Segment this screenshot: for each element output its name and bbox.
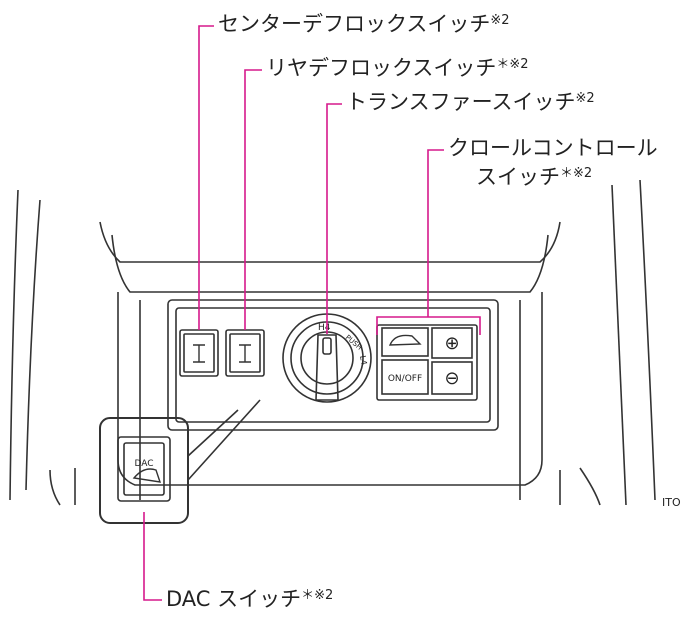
minus-icon: ⊖ (444, 368, 459, 389)
console-outline (9, 179, 656, 524)
label-center-diff-lock-mark: ※2 (490, 13, 510, 28)
label-crawl-control-mark: ＊※2 (560, 166, 593, 181)
label-dac-text: DAC スイッチ (166, 587, 302, 611)
dac-key-label: DAC (134, 459, 153, 469)
label-center-diff-lock-text: センターデフロックスイッチ (218, 12, 491, 36)
label-transfer-text: トランスファースイッチ (346, 90, 576, 114)
label-rear-diff-lock-mark: ＊※2 (496, 57, 529, 72)
figure-code: ITO (662, 496, 681, 509)
label-center-diff-lock: センターデフロックスイッチ※2 (218, 14, 510, 35)
label-transfer: トランスファースイッチ※2 (346, 92, 595, 113)
label-crawl-control-line2: スイッチ＊※2 (476, 167, 592, 188)
label-rear-diff-lock: リヤデフロックスイッチ＊※2 (266, 58, 529, 79)
dial-h4-label: H4 (318, 323, 331, 333)
plus-icon: ⊕ (444, 333, 459, 354)
switch-glyphs (132, 334, 422, 483)
leader-lines (143, 25, 481, 601)
dial-push-label: PUSH (344, 333, 364, 351)
label-rear-diff-lock-text: リヤデフロックスイッチ (266, 56, 497, 80)
label-dac: DAC スイッチ＊※2 (166, 589, 333, 610)
panel-text: H4 PUSH L4 ON/OFF ⊕ ⊖ DAC (134, 323, 459, 469)
label-crawl-control-text: スイッチ (476, 165, 560, 189)
label-transfer-mark: ※2 (575, 91, 595, 106)
dial-l4-label: L4 (358, 355, 369, 366)
on-off-label: ON/OFF (388, 374, 422, 384)
label-dac-mark: ＊※2 (301, 588, 334, 603)
label-crawl-control-line1: クロールコントロール (448, 136, 658, 160)
